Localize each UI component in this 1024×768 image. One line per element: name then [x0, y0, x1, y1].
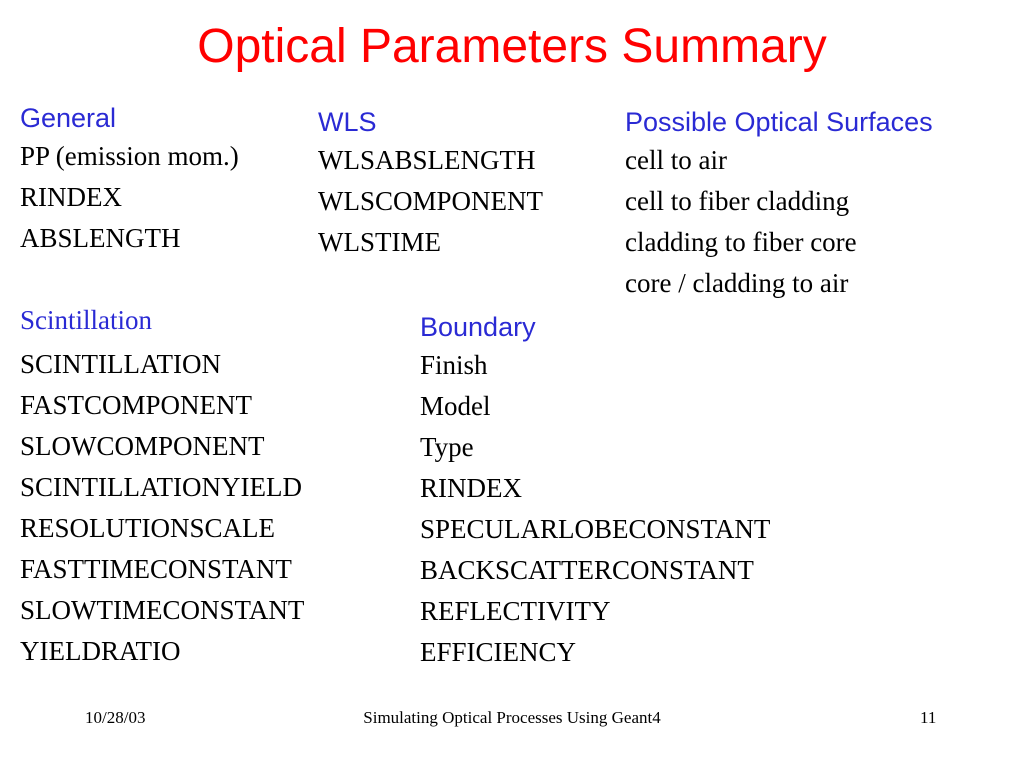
slide-title: Optical Parameters Summary	[197, 20, 827, 73]
list-item: WLSCOMPONENT	[318, 186, 544, 216]
wls-section: WLS WLSABSLENGTH WLSCOMPONENT WLSTIME	[318, 104, 543, 263]
surfaces-section: Possible Optical Surfaces cell to air ce…	[625, 104, 933, 304]
page-number: 11	[920, 708, 937, 727]
footer-date: 10/28/03	[85, 708, 146, 727]
list-item: WLSTIME	[318, 227, 441, 257]
list-item: core / cladding to air	[625, 268, 849, 298]
boundary-section: Boundary Finish Model Type RINDEX SPECUL…	[420, 309, 770, 673]
list-item: Type	[420, 432, 474, 462]
list-item: SCINTILLATIONYIELD	[20, 472, 302, 502]
list-item: Model	[420, 391, 491, 421]
list-item: RINDEX	[20, 182, 122, 212]
list-item: SLOWCOMPONENT	[20, 431, 265, 461]
list-item: RINDEX	[420, 473, 522, 503]
list-item: SLOWTIMECONSTANT	[20, 595, 305, 625]
list-item: ABSLENGTH	[20, 223, 181, 253]
list-item: YIELDRATIO	[20, 636, 181, 666]
footer-title: Simulating Optical Processes Using Geant…	[363, 708, 661, 727]
list-item: FASTTIMECONSTANT	[20, 554, 292, 584]
boundary-heading: Boundary	[420, 312, 536, 342]
list-item: SCINTILLATION	[20, 349, 221, 379]
list-item: WLSABSLENGTH	[318, 145, 536, 175]
surfaces-heading: Possible Optical Surfaces	[625, 107, 933, 137]
list-item: cladding to fiber core	[625, 227, 857, 257]
list-item: PP (emission mom.)	[20, 141, 239, 171]
scintillation-heading: Scintillation	[20, 305, 152, 335]
list-item: Finish	[420, 350, 488, 380]
list-item: cell to air	[625, 145, 727, 175]
list-item: SPECULARLOBECONSTANT	[420, 514, 771, 544]
general-section: General PP (emission mom.) RINDEX ABSLEN…	[20, 100, 239, 259]
list-item: REFLECTIVITY	[420, 596, 611, 626]
general-heading: General	[20, 103, 117, 133]
list-item: FASTCOMPONENT	[20, 390, 253, 420]
list-item: RESOLUTIONSCALE	[20, 513, 275, 543]
list-item: EFFICIENCY	[420, 637, 577, 667]
list-item: cell to fiber cladding	[625, 186, 850, 216]
list-item: BACKSCATTERCONSTANT	[420, 555, 754, 585]
scintillation-section: Scintillation SCINTILLATION FASTCOMPONEN…	[20, 302, 304, 672]
wls-heading: WLS	[318, 107, 377, 137]
